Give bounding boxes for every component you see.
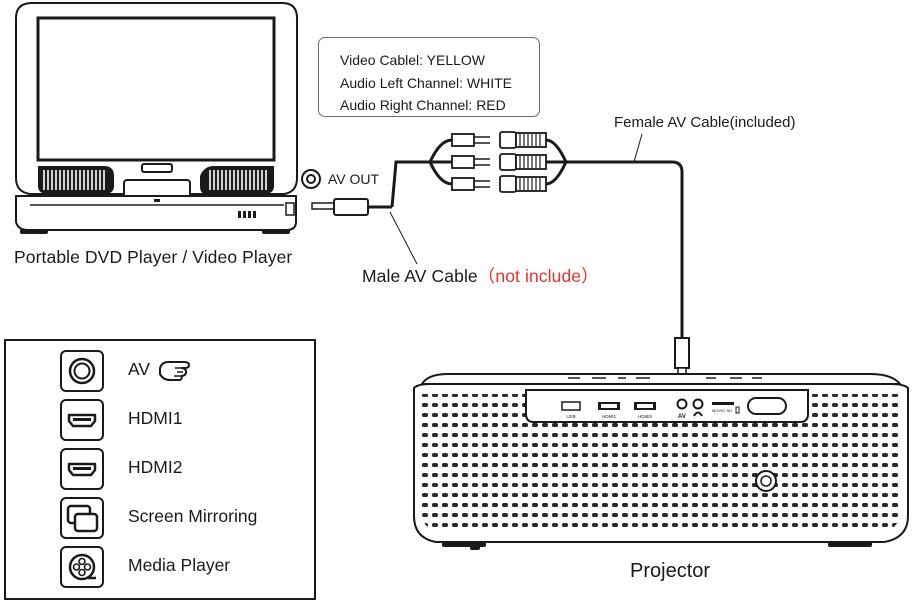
source-item-screen-mirroring[interactable]: Screen Mirroring	[6, 497, 306, 543]
media-player-icon	[60, 546, 104, 588]
portable-dvd-player	[15, 2, 298, 234]
legend-line-audio-left: Audio Left Channel: WHITE	[340, 74, 512, 91]
male-cable-label-group: Male AV Cable（not include）	[362, 263, 599, 288]
male-av-plug	[311, 198, 392, 216]
input-source-menu: AV HDMI1 HDMI2 Sc	[4, 339, 316, 600]
left-speaker	[38, 166, 114, 194]
source-item-hdmi2[interactable]: HDMI2	[6, 448, 306, 494]
projector-av-port: AV	[676, 398, 688, 420]
male-rca-plugs	[451, 133, 490, 191]
female-cable-label: Female AV Cable(included)	[614, 114, 796, 131]
cable-color-legend: Video Cablel: YELLOW Audio Left Channel:…	[318, 37, 540, 117]
svg-text:HDMI2: HDMI2	[638, 414, 652, 419]
svg-text:MICRO SD: MICRO SD	[712, 408, 732, 413]
pointing-hand-icon	[159, 361, 190, 381]
av-out-label: AV OUT	[328, 171, 380, 187]
source-label-hdmi2: HDMI2	[128, 457, 183, 477]
hdmi-port-icon	[60, 448, 104, 490]
projector-hdmi1-port: HDMI1	[598, 402, 620, 419]
male-cable-label: Male AV Cable	[362, 266, 478, 286]
source-item-hdmi1[interactable]: HDMI1	[6, 399, 306, 445]
source-label-screen-mirroring: Screen Mirroring	[128, 506, 258, 526]
av-port-icon	[60, 350, 104, 392]
female-rca-sockets	[499, 131, 547, 193]
svg-text:AV: AV	[678, 414, 686, 420]
screen-mirroring-icon	[60, 497, 104, 539]
source-item-media-player[interactable]: Media Player	[6, 546, 306, 592]
hdmi-port-icon	[60, 399, 104, 441]
source-label-av: AV	[128, 359, 151, 379]
projector-caption: Projector	[630, 560, 711, 582]
projector-hdmi2-port: HDMI2	[634, 402, 656, 419]
av-out-port-icon	[301, 169, 321, 189]
svg-text:USB: USB	[566, 414, 575, 419]
source-label-hdmi1: HDMI1	[128, 408, 183, 428]
svg-text:HDMI1: HDMI1	[602, 414, 616, 419]
right-speaker	[200, 166, 274, 194]
projector: USB HDMI1 HDMI2 AV MICRO SD	[413, 373, 909, 550]
male-cable-note: （not include）	[477, 266, 599, 286]
legend-line-video: Video Cablel: YELLOW	[340, 52, 486, 68]
projector-microsd-slot: MICRO SD	[712, 402, 740, 414]
projector-headphone-port	[692, 398, 704, 417]
dvd-player-caption: Portable DVD Player / Video Player	[14, 247, 293, 267]
source-label-media-player: Media Player	[128, 555, 231, 575]
source-item-av[interactable]: AV	[6, 350, 306, 396]
legend-line-audio-right: Audio Right Channel: RED	[340, 97, 506, 113]
projector-usb-port: USB	[561, 401, 581, 419]
